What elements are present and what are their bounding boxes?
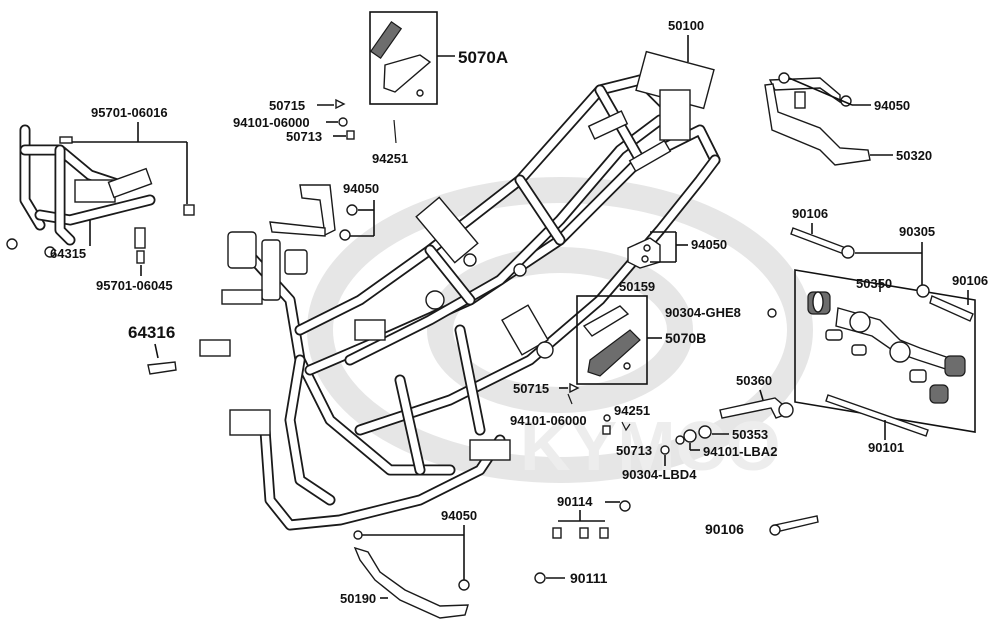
label-5070b: 5070B [665, 330, 706, 346]
label-50715-mid: 50715 [513, 381, 549, 396]
part-50100-group: 50100 [668, 18, 704, 62]
label-90304-ghe8: 90304-GHE8 [665, 305, 741, 320]
part-50350-group: 50350 [794, 269, 976, 433]
part-50159-group: 94050 50159 [619, 231, 727, 294]
label-94101-lba2: 94101-LBA2 [703, 444, 777, 459]
label-50715-top: 50715 [269, 98, 305, 113]
label-95701-06016: 95701-06016 [91, 105, 168, 120]
label-50713-top: 50713 [286, 129, 322, 144]
watermark-text: KYMCO [520, 407, 781, 485]
part-94050-bracket-left: 94050 [269, 181, 379, 241]
label-50159: 50159 [619, 279, 655, 294]
label-94050-left: 94050 [343, 181, 379, 196]
label-94101-06000-mid: 94101-06000 [510, 413, 587, 428]
part-90101-group: 90101 [825, 394, 929, 455]
label-90305: 90305 [899, 224, 935, 239]
part-50190-group: 94050 50190 [340, 508, 477, 619]
part-64315-assembly: 95701-06016 64315 95701-06045 [6, 105, 195, 293]
part-5070a-group: 5070A [369, 11, 508, 105]
label-50350: 50350 [856, 276, 892, 291]
part-50320-group: 94050 50320 [764, 72, 932, 166]
label-50190: 50190 [340, 591, 376, 606]
hardware-top: 50715 94101-06000 50713 94251 [233, 98, 408, 166]
label-94050-bottom: 94050 [441, 508, 477, 523]
label-94050-mid: 94050 [691, 237, 727, 252]
label-50320: 50320 [896, 148, 932, 163]
kymco-watermark: KYMCO [307, 177, 813, 485]
label-64316: 64316 [128, 323, 175, 342]
part-64316-group: 64316 [128, 323, 177, 375]
label-94251-top: 94251 [372, 151, 408, 166]
label-50100: 50100 [668, 18, 704, 33]
label-90106-right: 90106 [952, 273, 988, 288]
label-94251-mid: 94251 [614, 403, 650, 418]
part-90114-group: 90114 [552, 494, 631, 539]
label-90101: 90101 [868, 440, 904, 455]
label-50353: 50353 [732, 427, 768, 442]
part-90106-90305-group: 90106 90305 90106 [790, 206, 988, 322]
label-94101-06000-top: 94101-06000 [233, 115, 310, 130]
label-5070a: 5070A [458, 48, 508, 67]
label-64315: 64315 [50, 246, 86, 261]
part-5070a-box [369, 11, 438, 105]
label-95701-06045: 95701-06045 [96, 278, 173, 293]
label-90111: 90111 [570, 570, 608, 586]
hardware-middle: 50715 94101-06000 94251 50713 [510, 381, 652, 458]
part-50360-group: 50360 50353 94101-LBA2 90304-LBD4 [622, 373, 794, 482]
label-94050-right-top: 94050 [874, 98, 910, 113]
part-90111-group: 90111 [534, 570, 608, 586]
label-90106-upper: 90106 [792, 206, 828, 221]
part-50350-box [794, 269, 976, 433]
label-90304-lbd4: 90304-LBD4 [622, 467, 697, 482]
part-90304-ghe8-group: 90304-GHE8 [665, 305, 777, 320]
label-90114: 90114 [557, 494, 593, 509]
label-50360: 50360 [736, 373, 772, 388]
label-50713-mid: 50713 [616, 443, 652, 458]
main-frame [199, 50, 721, 531]
part-5070b-group: 5070B [576, 295, 706, 385]
label-90106-lower: 90106 [705, 521, 744, 537]
part-5070b-box [576, 295, 648, 385]
part-90106-lower-group: 90106 [705, 515, 819, 537]
